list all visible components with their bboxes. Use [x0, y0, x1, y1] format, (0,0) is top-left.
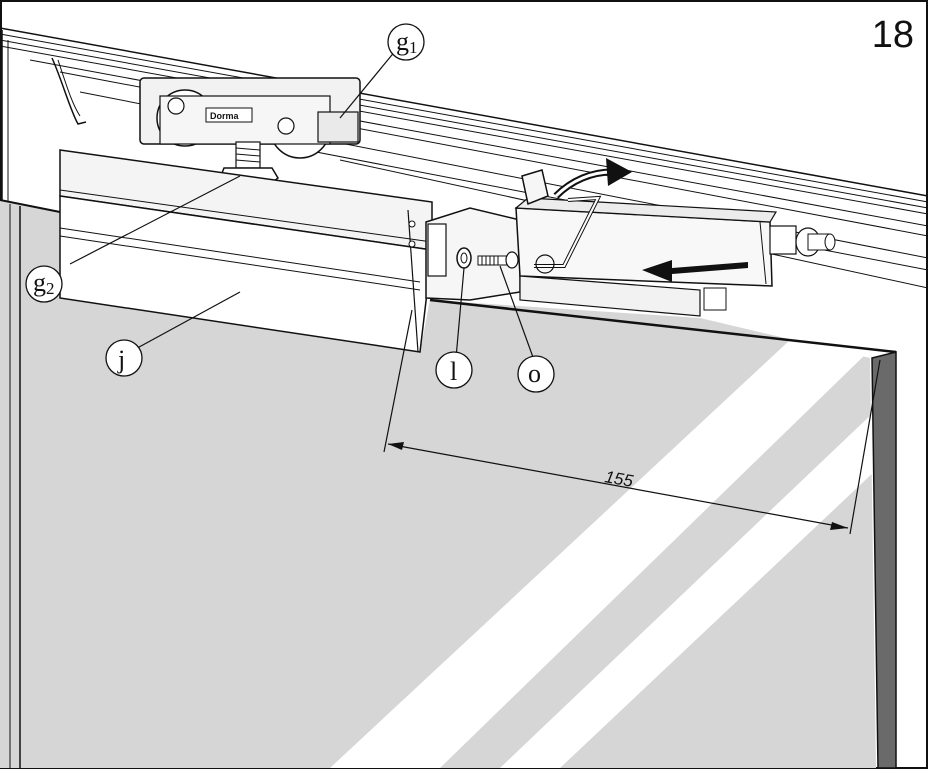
svg-text:g1: g1	[396, 27, 418, 57]
callout-o: o	[517, 355, 555, 393]
door-panel	[0, 199, 897, 769]
callout-g1-letter: g	[396, 27, 409, 56]
allen-key-icon	[534, 195, 602, 274]
callout-j: j	[105, 339, 143, 377]
dimension-155: 155	[383, 309, 881, 535]
door-top-profile	[59, 149, 433, 353]
stopper-bracket	[425, 207, 521, 301]
left-wall-edge	[1, 30, 9, 202]
callout-g2-letter: g	[33, 268, 46, 297]
screw	[477, 251, 519, 269]
leader-lines	[69, 49, 535, 361]
dimension-label: 155	[603, 467, 635, 491]
step-number: 18	[871, 14, 914, 56]
callout-j-letter: j	[117, 345, 125, 374]
rotate-arrow-icon	[553, 158, 632, 199]
callout-g1-sub: 1	[409, 38, 418, 57]
callout-l: l	[435, 351, 473, 389]
roller-carriage: Dorma	[139, 77, 361, 187]
callout-o-letter: o	[528, 359, 541, 388]
callout-g2-sub: 2	[46, 279, 55, 298]
callout-l-letter: l	[450, 357, 457, 386]
svg-text:g2: g2	[33, 268, 55, 298]
callout-g2: g2	[25, 265, 63, 303]
callout-g1: g1	[387, 23, 425, 61]
push-arrow-icon	[642, 260, 748, 282]
brand-label: Dorma	[210, 111, 240, 121]
